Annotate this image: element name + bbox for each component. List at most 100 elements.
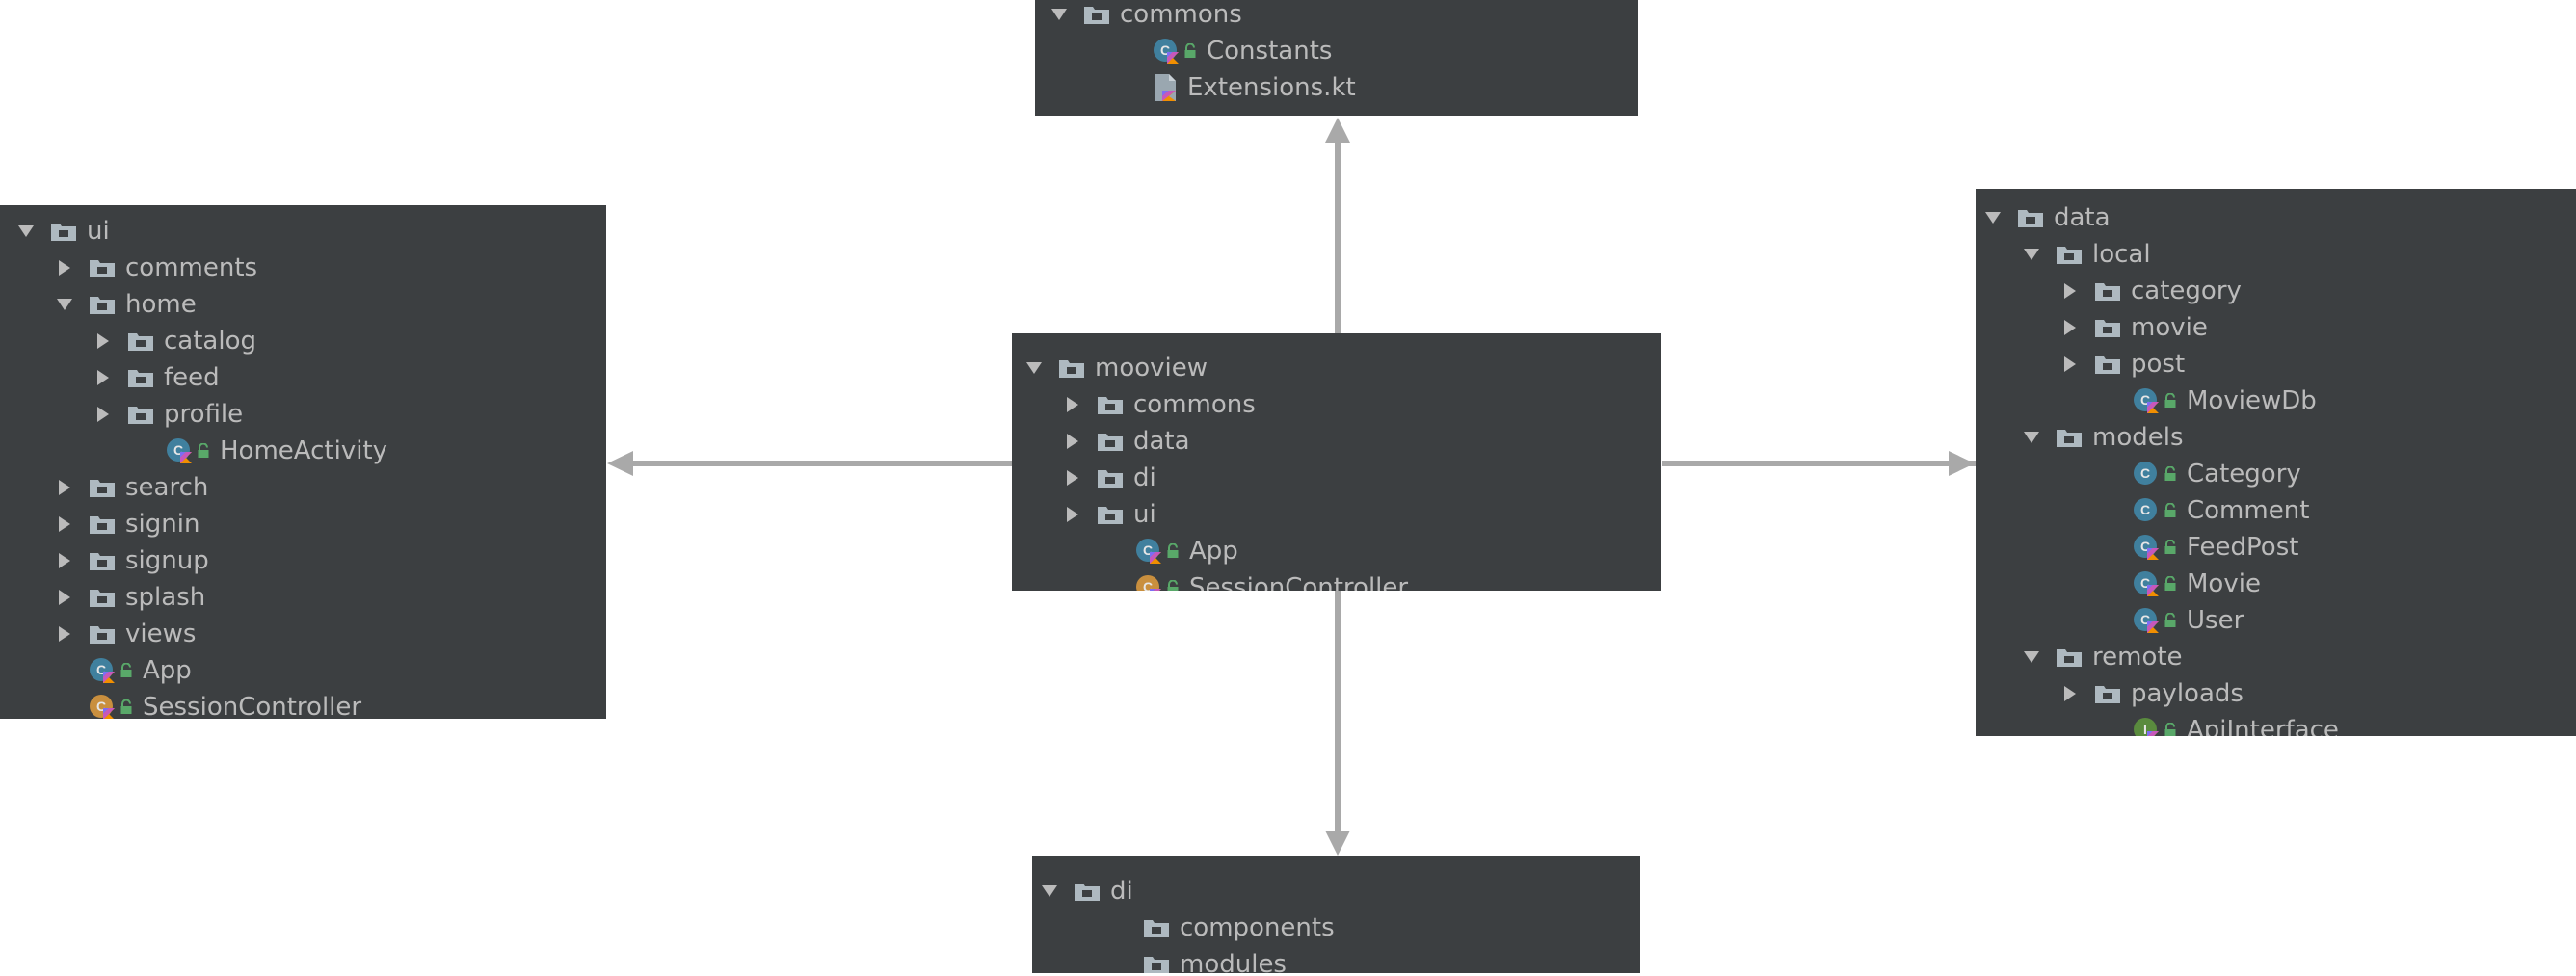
- tree-row[interactable]: C HomeActivity: [0, 433, 606, 469]
- collapse-arrow-icon[interactable]: [1062, 504, 1083, 525]
- tree-row-label: FeedPost: [2187, 533, 2299, 562]
- lock-icon: [2164, 723, 2177, 736]
- class-icon: C: [1153, 38, 1197, 65]
- folder-icon: [2094, 354, 2121, 375]
- tree-row[interactable]: comments: [0, 250, 606, 286]
- tree-row-label: HomeActivity: [220, 436, 388, 465]
- collapse-arrow-icon[interactable]: [54, 587, 75, 608]
- tree-row[interactable]: commons: [1035, 0, 1638, 33]
- tree-row[interactable]: ui: [1012, 496, 1661, 533]
- folder-icon: [1097, 504, 1124, 525]
- folder-icon: [89, 477, 116, 498]
- folder-icon: [89, 623, 116, 645]
- tree-row-label: User: [2187, 606, 2244, 635]
- tree-row-label: profile: [164, 400, 244, 429]
- tree-row[interactable]: commons: [1012, 386, 1661, 423]
- expand-arrow-icon[interactable]: [1039, 881, 1060, 902]
- lock-icon: [120, 663, 133, 678]
- expand-arrow-icon[interactable]: [2021, 646, 2042, 668]
- collapse-arrow-icon[interactable]: [2059, 280, 2081, 302]
- folder-icon: [1097, 394, 1124, 415]
- collapse-arrow-icon[interactable]: [1062, 394, 1083, 415]
- tree-row[interactable]: payloads: [1976, 675, 2576, 712]
- expand-arrow-icon[interactable]: [1982, 207, 2004, 228]
- tree-row[interactable]: signup: [0, 542, 606, 579]
- collapse-arrow-icon[interactable]: [93, 367, 114, 388]
- collapse-arrow-icon[interactable]: [54, 550, 75, 571]
- tree-row-label: remote: [2092, 643, 2183, 672]
- tree-row[interactable]: search: [0, 469, 606, 506]
- collapse-arrow-icon[interactable]: [93, 404, 114, 425]
- tree-row[interactable]: di: [1032, 873, 1640, 910]
- tree-row-label: modules: [1180, 950, 1287, 973]
- tree-row[interactable]: modules: [1032, 946, 1640, 973]
- folder-icon: [89, 587, 116, 608]
- tree-row[interactable]: remote: [1976, 639, 2576, 675]
- folder-icon: [1058, 357, 1085, 379]
- tree-row-label: data: [1133, 427, 1190, 456]
- tree-row[interactable]: home: [0, 286, 606, 323]
- collapse-arrow-icon[interactable]: [54, 477, 75, 498]
- tree-row[interactable]: components: [1032, 910, 1640, 946]
- tree-row[interactable]: Extensions.kt: [1035, 69, 1638, 106]
- expand-arrow-icon[interactable]: [15, 221, 37, 242]
- tree-row[interactable]: feed: [0, 359, 606, 396]
- class-icon: C: [2133, 461, 2177, 488]
- lock-icon: [1183, 43, 1197, 59]
- collapse-arrow-icon[interactable]: [54, 257, 75, 278]
- folder-icon: [89, 294, 116, 315]
- tree-row[interactable]: data: [1976, 199, 2576, 236]
- kotlin-file-icon: [1153, 73, 1178, 102]
- collapse-arrow-icon[interactable]: [93, 330, 114, 352]
- tree-row-label: post: [2131, 350, 2186, 379]
- tree-row[interactable]: category: [1976, 273, 2576, 309]
- class-icon: C: [166, 437, 210, 464]
- class-icon: C: [1135, 538, 1180, 565]
- kotlin-object-icon: C: [89, 694, 133, 719]
- expand-arrow-icon[interactable]: [1049, 4, 1070, 25]
- tree-row[interactable]: C Category: [1976, 456, 2576, 492]
- collapse-arrow-icon[interactable]: [1062, 431, 1083, 452]
- tree-row[interactable]: models: [1976, 419, 2576, 456]
- tree-row-label: Category: [2187, 460, 2301, 488]
- tree-row[interactable]: mooview: [1012, 350, 1661, 386]
- collapse-arrow-icon[interactable]: [1062, 467, 1083, 488]
- folder-icon: [2017, 207, 2044, 228]
- tree-row[interactable]: movie: [1976, 309, 2576, 346]
- folder-icon: [1074, 881, 1101, 902]
- tree-row[interactable]: signin: [0, 506, 606, 542]
- tree-row[interactable]: post: [1976, 346, 2576, 382]
- interface-icon: I: [2133, 717, 2177, 736]
- collapse-arrow-icon[interactable]: [2059, 354, 2081, 375]
- tree-row[interactable]: splash: [0, 579, 606, 616]
- tree-row[interactable]: ui: [0, 213, 606, 250]
- svg-text:C: C: [2140, 612, 2150, 627]
- expand-arrow-icon[interactable]: [1023, 357, 1045, 379]
- tree-row[interactable]: catalog: [0, 323, 606, 359]
- tree-row-label: Comment: [2187, 496, 2310, 525]
- collapse-arrow-icon[interactable]: [54, 623, 75, 645]
- svg-text:C: C: [96, 699, 106, 714]
- expand-arrow-icon[interactable]: [2021, 244, 2042, 265]
- expand-arrow-icon[interactable]: [54, 294, 75, 315]
- tree-row[interactable]: data: [1012, 423, 1661, 460]
- tree-row[interactable]: views: [0, 616, 606, 652]
- expand-arrow-icon[interactable]: [2021, 427, 2042, 448]
- collapse-arrow-icon[interactable]: [2059, 317, 2081, 338]
- tree-row[interactable]: di: [1012, 460, 1661, 496]
- tree-row[interactable]: C User: [1976, 602, 2576, 639]
- tree-row[interactable]: profile: [0, 396, 606, 433]
- collapse-arrow-icon[interactable]: [2059, 683, 2081, 704]
- collapse-arrow-icon[interactable]: [54, 514, 75, 535]
- tree-row[interactable]: local: [1976, 236, 2576, 273]
